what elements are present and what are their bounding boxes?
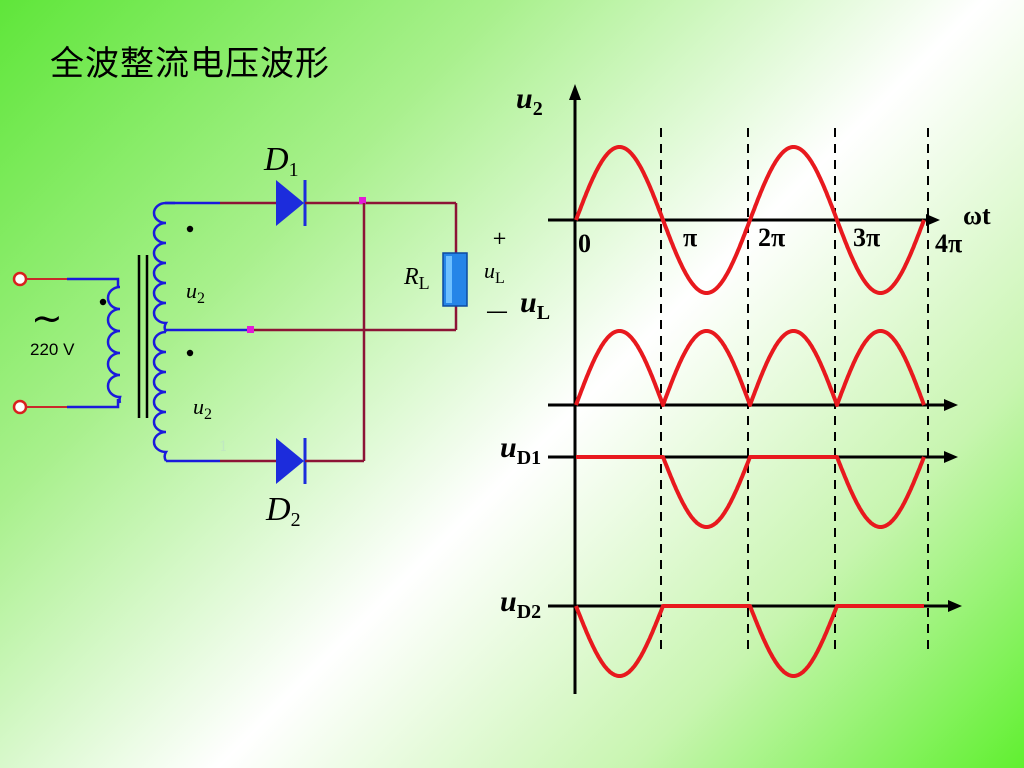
primary-lead-bottom	[67, 399, 120, 409]
secondary-winding-lower	[152, 330, 169, 462]
x-tick-2: 2π	[758, 223, 785, 252]
minus-sign: —	[486, 299, 508, 324]
x-tick-0: 0	[578, 229, 591, 258]
series-label-uD1: uD1	[500, 431, 541, 469]
series-uD1-curve	[574, 455, 926, 529]
secondary-winding-upper	[152, 201, 169, 333]
x-tick-1: π	[683, 223, 697, 252]
x-tick-3: 3π	[853, 223, 880, 252]
x-tick-4: 4π	[935, 229, 962, 258]
series-label-uL: uL	[520, 286, 550, 324]
x-axis-arrow-uD2	[948, 600, 962, 612]
polarity-dot-primary	[99, 298, 107, 306]
primary-winding	[106, 285, 122, 404]
input-terminal-top	[12, 271, 28, 287]
junction-node-top	[359, 197, 366, 204]
series-uL-curve	[574, 329, 926, 407]
circuit-diagram: ~ 220 V u2 u2 D1 D2 RL + uL — 1	[12, 141, 508, 531]
series-label-uD2: uD2	[500, 585, 541, 623]
polarity-dot-secondary-upper	[186, 225, 194, 233]
y-axis-arrow	[569, 84, 581, 100]
junction-node-mid	[247, 326, 254, 333]
stray-mark: 1	[219, 439, 228, 455]
source-voltage-label: 220 V	[30, 340, 75, 359]
u2-upper-label: u2	[186, 278, 205, 307]
load-resistor-highlight	[446, 256, 452, 303]
polarity-dot-secondary-lower	[186, 349, 194, 357]
diode-d1-symbol	[276, 180, 304, 226]
ul-circuit-label: uL	[484, 258, 505, 287]
plus-sign: +	[492, 228, 507, 249]
input-terminal-bottom	[12, 399, 28, 415]
series-label-u2: u2	[516, 82, 543, 120]
x-axis-arrow-uD1	[944, 451, 958, 463]
series-u2-curve	[574, 145, 926, 295]
source-symbol: ~	[31, 296, 63, 340]
u2-lower-label: u2	[193, 394, 212, 423]
resistor-label: RL	[403, 264, 430, 293]
x-axis-arrow-uL	[944, 399, 958, 411]
diode-d2-label: D2	[265, 491, 301, 531]
series-uD2-curve	[574, 604, 926, 678]
x-unit-label: ωt	[963, 201, 991, 230]
slide-title: 全波整流电压波形	[50, 44, 330, 84]
x-axis-arrow-u2	[926, 214, 940, 226]
diode-d1-label: D1	[263, 141, 299, 181]
diode-d2-symbol	[276, 438, 304, 484]
primary-lead-top	[67, 277, 120, 287]
